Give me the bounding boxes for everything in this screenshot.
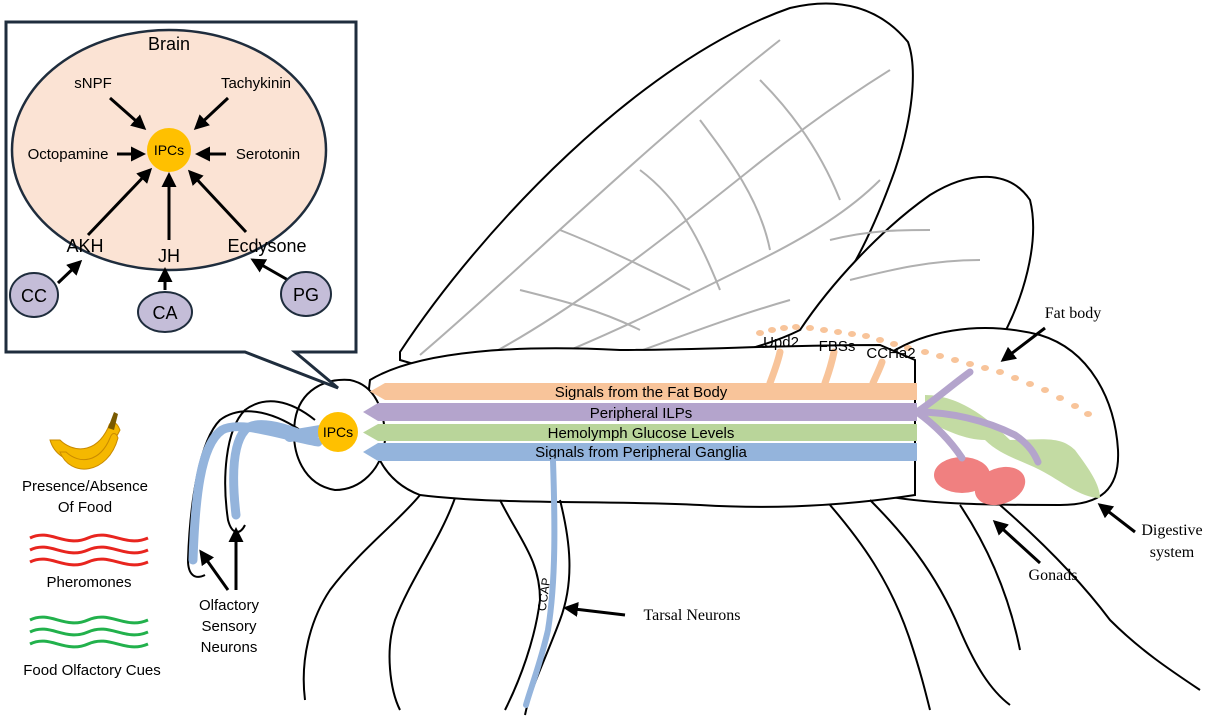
brain-ipcs-label: IPCs [154, 142, 184, 158]
band-fat-body [370, 383, 917, 400]
legend-food-line1: Presence/Absence [22, 478, 148, 495]
pg-label: PG [293, 285, 319, 305]
osn-label-line2: Sensory [201, 618, 257, 635]
brain-arrows [86, 96, 248, 240]
serotonin-label: Serotonin [236, 146, 300, 163]
band-fat-body-label: Signals from the Fat Body [555, 384, 728, 401]
pg-gland [280, 271, 332, 317]
band-glucose-label: Hemolymph Glucose Levels [548, 425, 735, 442]
osn-label-line3: Neurons [201, 639, 258, 656]
body-ipcs-label: IPCs [323, 424, 353, 440]
body-ipcs-node [318, 412, 358, 452]
digestive-label-line1: Digestive [1141, 522, 1202, 539]
fbss-label: FBSs [819, 338, 856, 355]
digestive-label-line2: system [1150, 544, 1195, 561]
wing-veins [419, 39, 981, 371]
ccap-nerve [523, 458, 558, 708]
antennal-connector [284, 425, 326, 442]
upd2-label: Upd2 [763, 334, 799, 351]
band-peripheral-ilps [363, 403, 917, 421]
pheromone-wave-icon [29, 533, 149, 567]
band-ganglia [363, 443, 917, 461]
octopamine-label: Octopamine [28, 146, 109, 163]
wing-outline [399, 2, 1035, 380]
tachykinin-label: Tachykinin [221, 75, 291, 92]
gonad-1 [934, 457, 990, 493]
snpf-label: sNPF [74, 75, 112, 92]
cc-gland [9, 272, 59, 318]
ca-label: CA [152, 303, 177, 323]
fat-body-label: Fat body [1045, 305, 1101, 322]
cc-label: CC [21, 286, 47, 306]
annotation-arrows [199, 326, 1136, 617]
legend-pheromones: Pheromones [46, 574, 131, 591]
gland-arrows [56, 258, 289, 290]
ecdysone-label: Ecdysone [227, 236, 306, 256]
gonad-2 [974, 466, 1026, 506]
legend-olfactory-cues: Food Olfactory Cues [23, 662, 161, 679]
gonads-label: Gonads [1029, 567, 1078, 584]
band-ganglia-label: Signals from Peripheral Ganglia [535, 444, 747, 461]
banana-icon [49, 412, 121, 470]
akh-label: AKH [66, 236, 103, 256]
osn-label-line1: Olfactory [199, 597, 260, 614]
fat-signal-stems [766, 348, 886, 387]
brain-title: Brain [148, 34, 190, 54]
band-peripheral-ilps-label: Peripheral ILPs [590, 405, 693, 422]
band-glucose [363, 424, 917, 441]
insect-legs [302, 494, 1201, 716]
ccap-label: CCAP [535, 577, 554, 612]
tarsal-neurons-label: Tarsal Neurons [643, 607, 740, 624]
brain-ipcs-node [147, 128, 191, 172]
olfactory-wave-icon [29, 615, 149, 649]
fat-body-tissue [756, 324, 1092, 417]
ca-gland [137, 291, 193, 333]
jh-label: JH [158, 246, 180, 266]
olfactory-nerve [188, 420, 323, 565]
legend-food-line2: Of Food [58, 499, 112, 516]
ilp-branches [913, 368, 1042, 466]
ccha2-label: CCHa2 [866, 345, 915, 362]
